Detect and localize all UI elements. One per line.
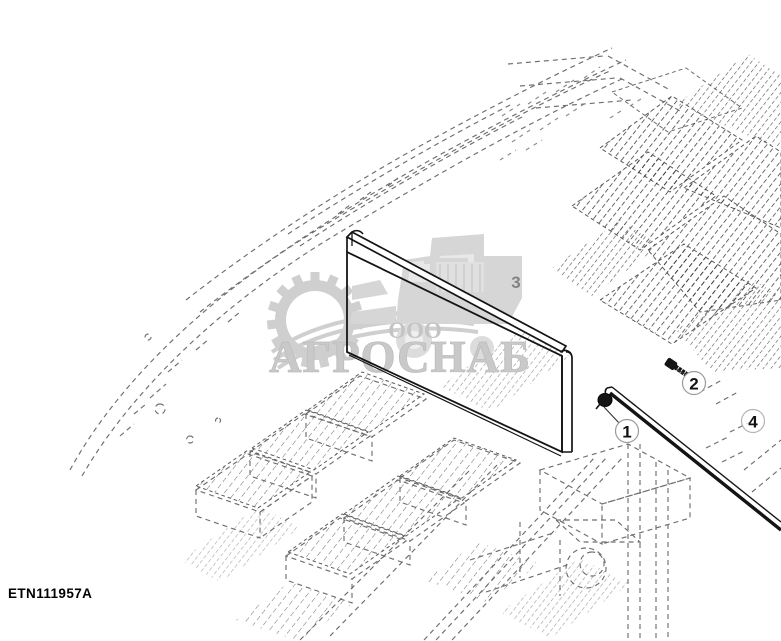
shield-panel-part: [345, 229, 573, 457]
fastener-item-1: [595, 393, 613, 410]
rod-top-edge: [611, 386, 781, 523]
callout-2-label: 2: [689, 375, 698, 394]
callout-1-circle[interactable]: [614, 418, 640, 444]
callout-3-label: 3: [511, 273, 520, 292]
hatched-panels-upper-right: [499, 54, 781, 372]
leader-line-1: [603, 406, 621, 425]
callout-3[interactable]: 3: [511, 273, 520, 292]
callout-2[interactable]: 2: [681, 370, 707, 396]
callout-2-circle[interactable]: [681, 370, 707, 396]
callout-4[interactable]: 4: [740, 408, 766, 434]
callout-1[interactable]: 1: [614, 418, 640, 444]
rod-body: [608, 391, 781, 532]
callout-1-label: 1: [622, 423, 631, 442]
callout-badges: 1 2 3 4: [511, 273, 766, 444]
hatched-panels-lower-left: [180, 330, 630, 641]
callout-4-label: 4: [748, 413, 758, 432]
watermark-ooo: ООО: [388, 318, 442, 343]
callout-4-circle[interactable]: [740, 408, 766, 434]
watermark-agrosnab-text: АГРОСНАБ: [269, 332, 531, 382]
watermark-agrosnab: ООО АГРОСНАБ: [266, 234, 531, 382]
part-number-label: ETN111957A: [8, 586, 93, 601]
